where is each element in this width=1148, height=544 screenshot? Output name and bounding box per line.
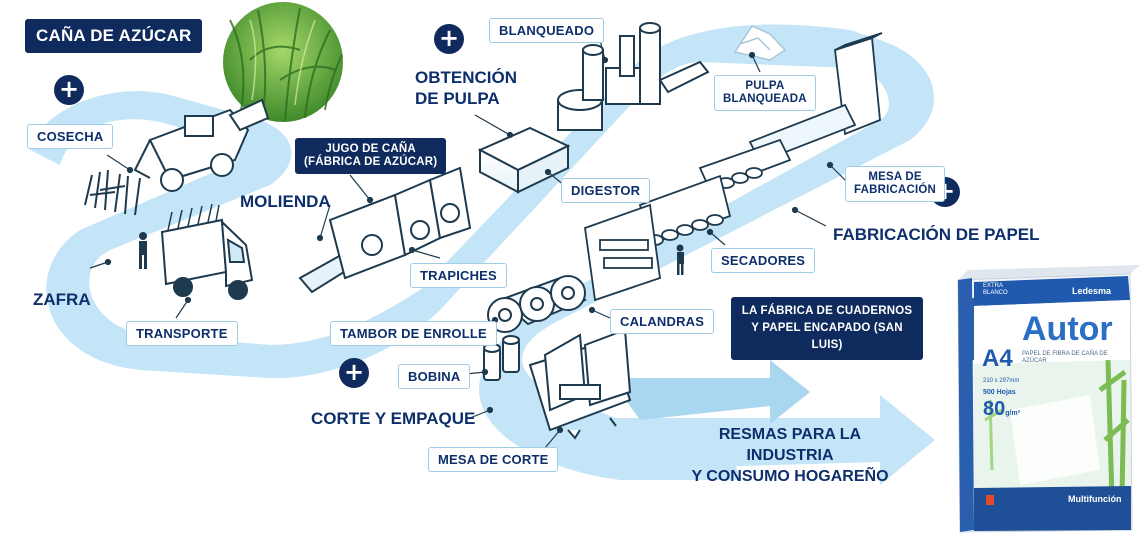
flow-path (30, 24, 935, 485)
label-obtencion-de-pulpa: OBTENCIÓN DE PULPA (415, 67, 517, 109)
label-resmas: RESMAS PARA LA INDUSTRIA Y CONSUMO HOGAR… (680, 424, 900, 487)
harvester-icon (133, 98, 270, 192)
ream-grammage-value: 80 (983, 398, 1006, 420)
label-zafra: ZAFRA (33, 290, 91, 309)
plus-icon[interactable] (434, 24, 464, 54)
ream-size: A4 (982, 345, 1013, 372)
mesa-fab-line-1: MESA DE (868, 171, 922, 183)
mill-icon (298, 166, 472, 294)
label-calandras: CALANDRAS (610, 309, 715, 334)
label-digestor: DIGESTOR (561, 178, 651, 203)
label-tambor-de-enrolle: TAMBOR DE ENROLLE (330, 321, 497, 346)
bobbin-icon (483, 335, 520, 381)
label-cosecha: COSECHA (27, 124, 114, 149)
cane-field-image (223, 2, 343, 122)
ream-line: Multifunción (1068, 494, 1122, 504)
fabrica-line-2: Y PAPEL ENCAPADO (SAN LUIS) (751, 322, 903, 351)
ream-grammage: 80g/m² (983, 398, 1020, 421)
label-fabrica-san-luis: LA FÁBRICA DE CUADERNOS Y PAPEL ENCAPADO… (731, 297, 923, 360)
ream-grammage-unit: g/m² (1005, 410, 1021, 417)
ream-tagline: PAPEL DE FIBRA DE CAÑA DE AZÚCAR (1022, 351, 1108, 364)
page-title: CAÑA DE AZÚCAR (25, 19, 203, 53)
label-trapiches: TRAPICHES (410, 263, 507, 288)
obtencion-line-1: OBTENCIÓN (415, 68, 517, 87)
label-transporte: TRANSPORTE (126, 321, 238, 346)
jugo-line-2: (FÁBRICA DE AZÚCAR) (304, 156, 438, 168)
label-corte-y-empaque: CORTE Y EMPAQUE (311, 409, 476, 428)
bleached-pulp-icon (733, 25, 787, 61)
label-pulpa-blanqueada: PULPA BLANQUEADA (714, 75, 816, 111)
digester-icon (557, 22, 710, 131)
resmas-line-1: RESMAS PARA LA INDUSTRIA (718, 426, 862, 464)
plus-icon[interactable] (339, 358, 369, 388)
truck-icon (160, 203, 254, 300)
plus-icon[interactable] (54, 75, 84, 105)
jugo-line-1: JUGO DE CAÑA (325, 143, 416, 155)
cane-stalks-icon (84, 169, 141, 216)
worker-icon (139, 232, 147, 269)
label-secadores: SECADORES (711, 248, 816, 273)
pulpa-line-1: PULPA (745, 80, 785, 92)
label-molienda: MOLIENDA (240, 192, 331, 211)
label-blanqueado: BLANQUEADO (489, 18, 605, 43)
ream-brand: Autor (1022, 310, 1113, 348)
label-jugo-de-cana: JUGO DE CAÑA (FÁBRICA DE AZÚCAR) (295, 138, 447, 174)
pulp-tank-icon (477, 126, 571, 194)
paper-ream-image (957, 265, 1140, 533)
label-fabricacion-de-papel: FABRICACIÓN DE PAPEL (833, 225, 1040, 244)
operator-icon (676, 244, 684, 275)
obtencion-line-2: DE PULPA (415, 89, 500, 108)
label-bobina: BOBINA (398, 364, 471, 389)
label-mesa-de-fabricacion: MESA DE FABRICACIÓN (845, 166, 946, 202)
winding-drum-icon (487, 275, 587, 333)
ream-extra: EXTRA BLANCO (983, 283, 1008, 296)
resmas-line-2: Y CONSUMO HOGAREÑO (691, 468, 889, 485)
fabrica-line-1: LA FÁBRICA DE CUADERNOS (741, 305, 913, 317)
ream-sheets: 500 Hojas (983, 389, 1016, 396)
label-mesa-de-corte: MESA DE CORTE (428, 447, 559, 472)
ream-maker: Ledesma (1072, 286, 1112, 296)
ream-dims: 210 x 297mm (983, 378, 1020, 384)
cutting-table-icon (528, 328, 632, 440)
paper-machine-icon (584, 32, 883, 302)
pulpa-line-2: BLANQUEADA (723, 93, 807, 105)
mesa-fab-line-2: FABRICACIÓN (854, 184, 937, 196)
